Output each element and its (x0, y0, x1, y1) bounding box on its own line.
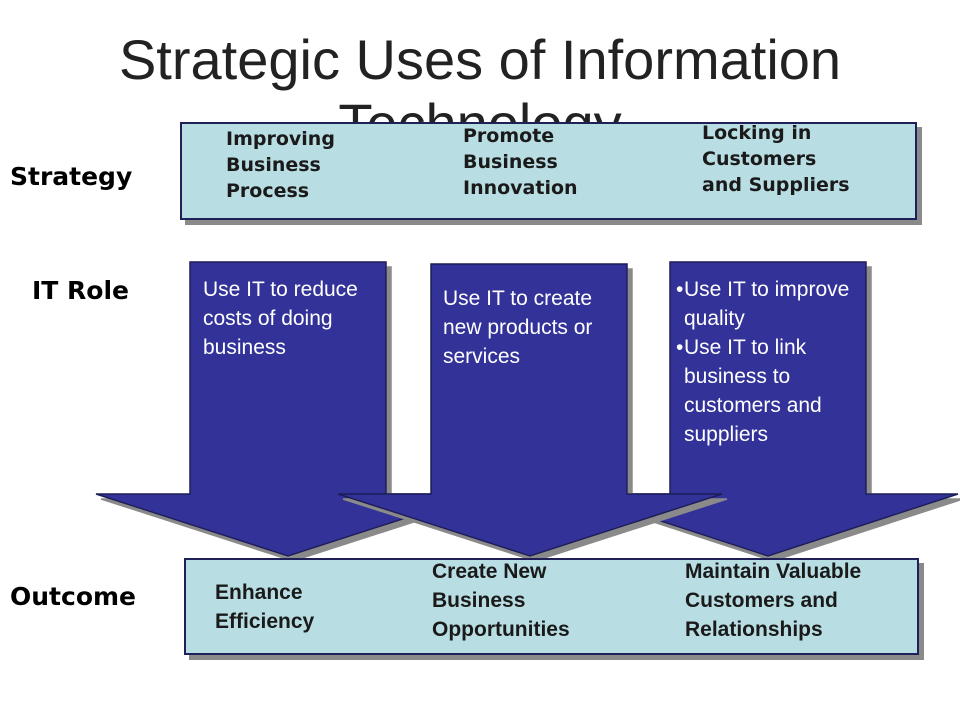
slide-title-line1: Strategic Uses of Information (118, 28, 842, 91)
it-role-quality-link: Use IT to improve quality Use IT to link… (676, 275, 861, 449)
arrow-reduce-costs (95, 261, 481, 557)
arrow-new-products (337, 263, 723, 557)
row-label-outcome: Outcome (10, 582, 137, 611)
strategy-improving-process: Improving Business Process (226, 128, 335, 202)
outcome-enhance-efficiency: Enhance Efficiency (215, 581, 315, 633)
strategy-promote-innovation: Promote Business Innovation (463, 125, 578, 199)
it-role-bullet-link: Use IT to link business to customers and… (676, 333, 861, 449)
strategy-band (180, 122, 917, 220)
row-label-it-role: IT Role (32, 276, 130, 305)
outcome-valuable-customers: Maintain Valuable Customers and Relation… (685, 560, 862, 641)
it-role-bullet-quality: Use IT to improve quality (676, 275, 861, 333)
it-role-reduce-costs: Use IT to reduce costs of doing business (203, 278, 358, 359)
strategy-locking-in: Locking in Customers and Suppliers (702, 122, 850, 196)
row-label-strategy: Strategy (10, 162, 133, 191)
outcome-new-opportunities: Create New Business Opportunities (432, 560, 570, 641)
outcome-band (184, 558, 919, 655)
it-role-new-products: Use IT to create new products or service… (443, 287, 593, 368)
